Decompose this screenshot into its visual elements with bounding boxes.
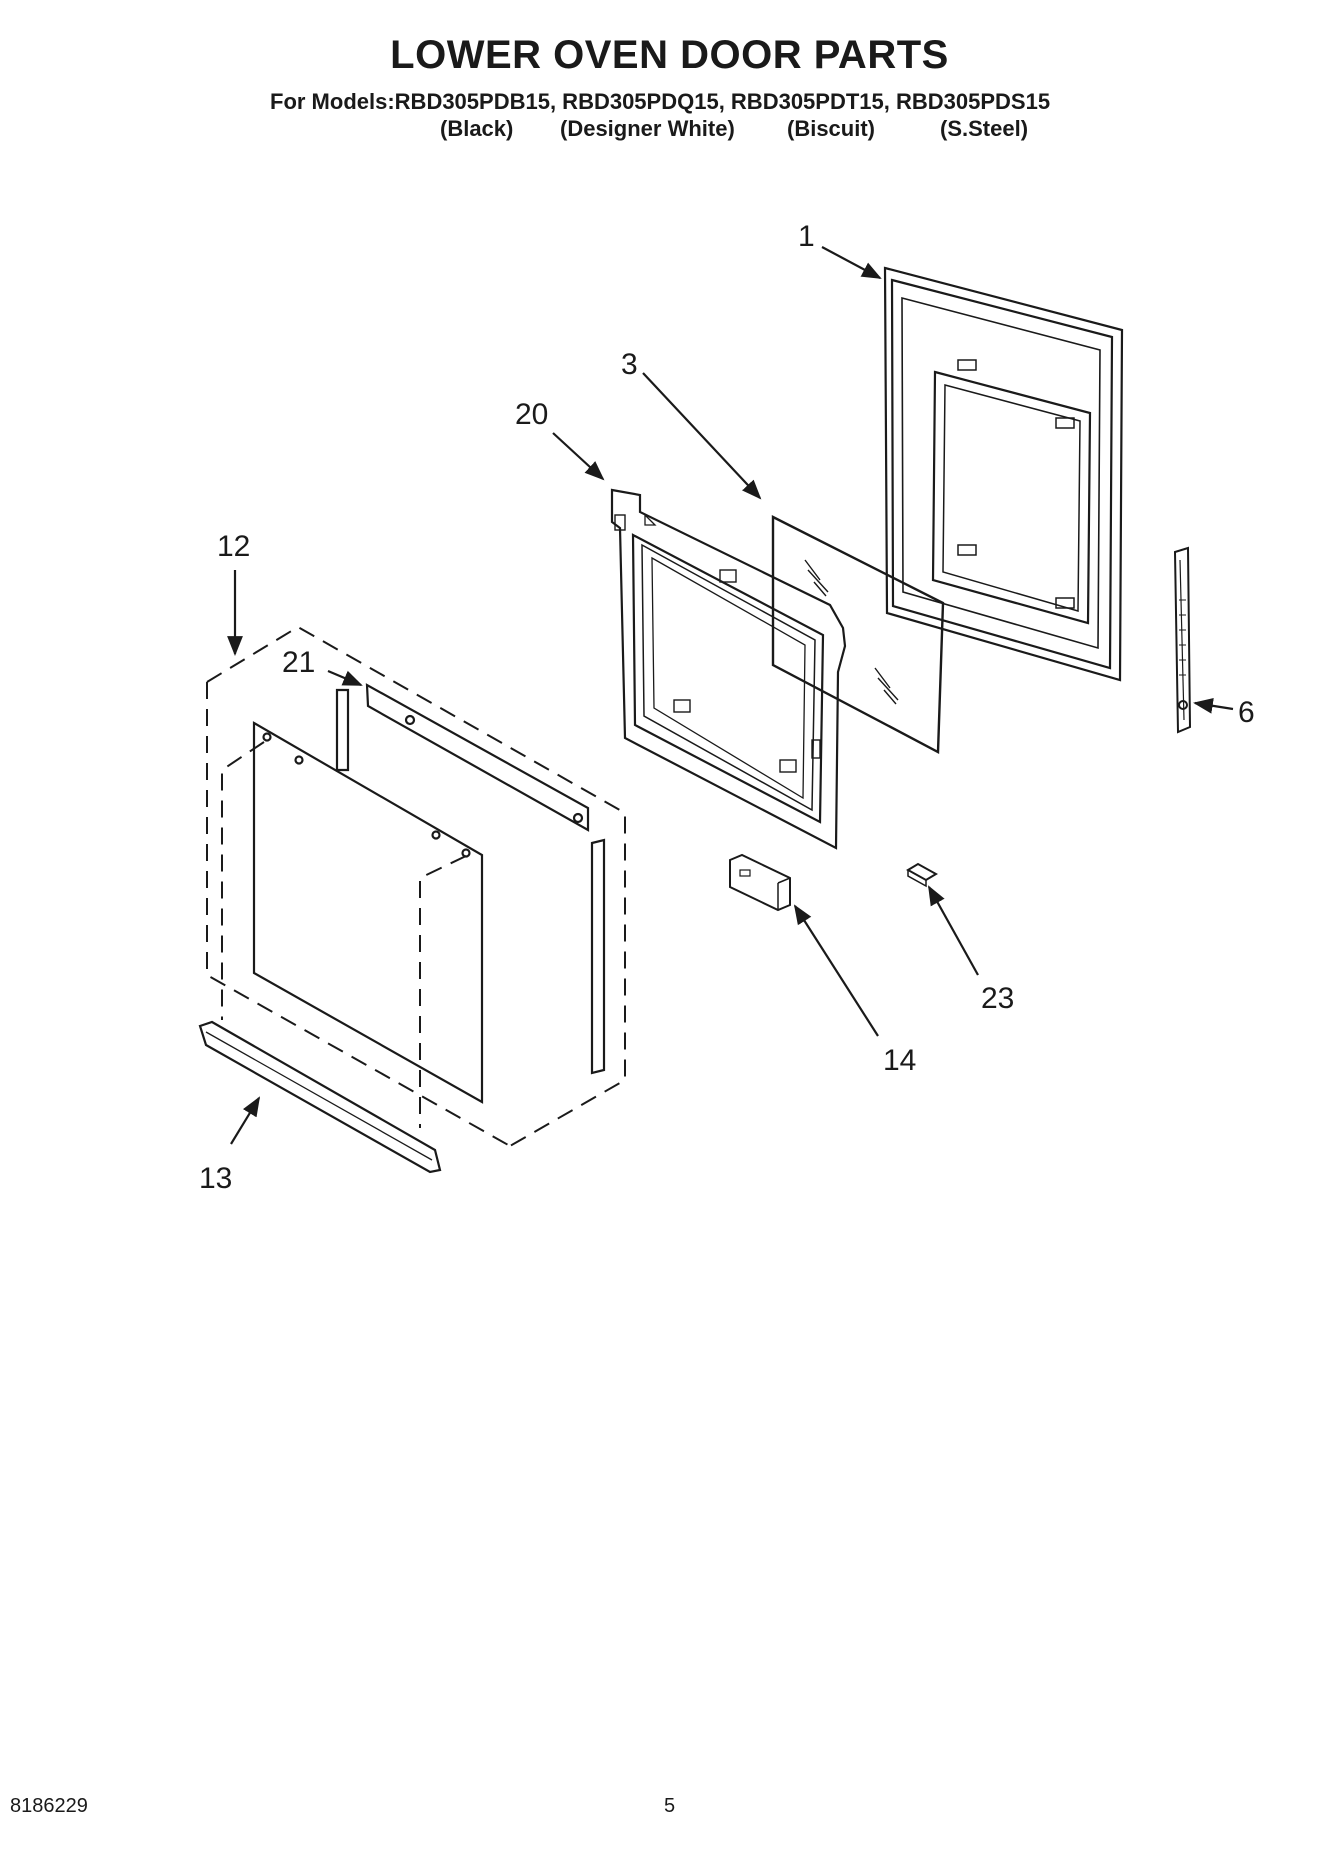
callout-leaders bbox=[227, 246, 1234, 1145]
part-13-handle bbox=[198, 1020, 442, 1174]
part-3-glass-panel bbox=[771, 515, 945, 754]
callout-6: 6 bbox=[1238, 696, 1255, 729]
variant-black: (Black) bbox=[440, 116, 514, 141]
variant-designer-white: (Designer White) bbox=[560, 116, 735, 141]
callout-20: 20 bbox=[515, 398, 548, 431]
page-number: 5 bbox=[663, 1795, 676, 1817]
callout-14: 14 bbox=[883, 1044, 916, 1077]
callout-3: 3 bbox=[621, 348, 638, 381]
part-12-door-assembly-outline bbox=[206, 625, 626, 1147]
callout-21: 21 bbox=[282, 646, 315, 679]
part-14-bracket bbox=[729, 853, 791, 912]
models-line: For Models:RBD305PDB15, RBD305PDQ15, RBD… bbox=[270, 89, 1051, 114]
callout-23: 23 bbox=[981, 982, 1014, 1015]
part-1-outer-door-panel bbox=[883, 266, 1124, 682]
callout-1: 1 bbox=[798, 220, 815, 253]
part-13-door-panel bbox=[221, 721, 484, 1128]
callout-13: 13 bbox=[199, 1162, 232, 1195]
variant-biscuit: (Biscuit) bbox=[787, 116, 875, 141]
callout-12: 12 bbox=[217, 530, 250, 563]
variant-stainless: (S.Steel) bbox=[940, 116, 1029, 141]
page-title: LOWER OVEN DOOR PARTS bbox=[390, 33, 949, 77]
document-number: 8186229 bbox=[10, 1795, 88, 1817]
part-20-inner-door-frame bbox=[610, 488, 847, 850]
part-23-clip bbox=[906, 862, 938, 888]
part-6-hinge bbox=[1173, 546, 1192, 734]
part-21-trim-strip bbox=[335, 683, 606, 1075]
